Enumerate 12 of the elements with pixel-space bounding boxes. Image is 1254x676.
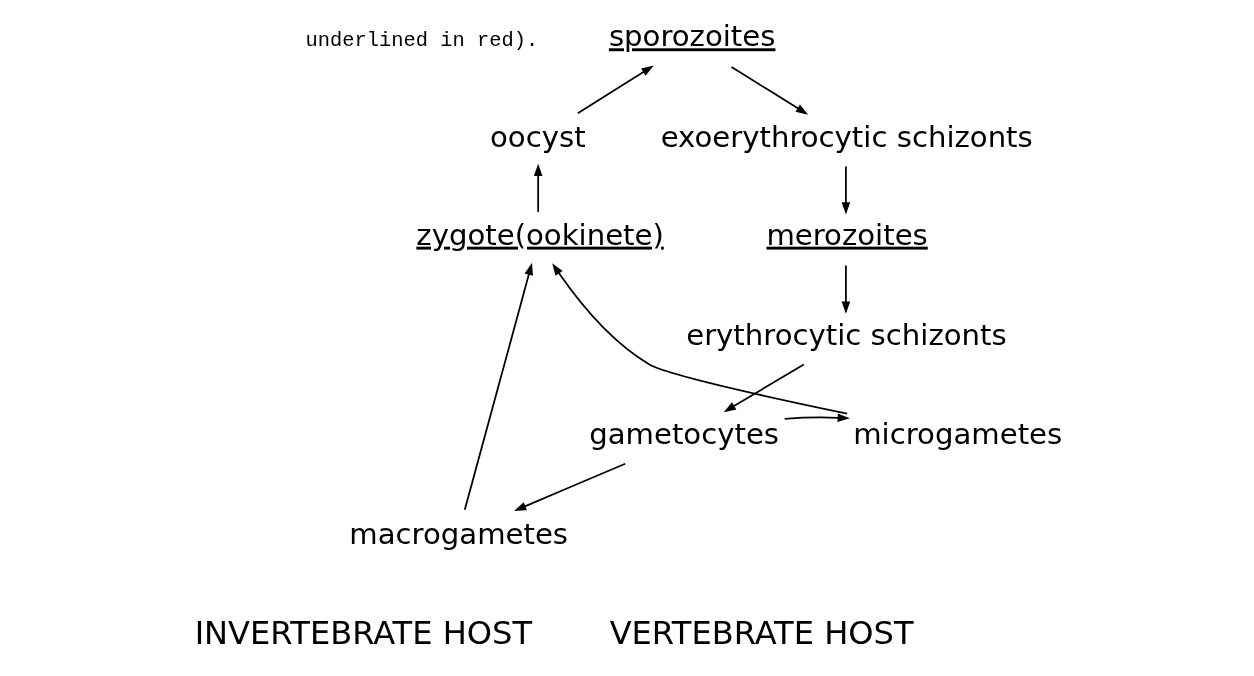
- node-text: exoerythrocytic schizonts: [660, 119, 1033, 154]
- label: INVERTEBRATE HOST: [194, 613, 532, 652]
- label: underlined in red).: [305, 28, 538, 52]
- node-text: macrogametes: [348, 516, 568, 551]
- label: VERTEBRATE HOST: [609, 613, 914, 652]
- node-text: zygote(ookinete): [415, 217, 664, 252]
- node-text: merozoites: [765, 217, 928, 252]
- node-text: microgametes: [852, 417, 1062, 452]
- node-text: erythrocytic schizonts: [685, 318, 1007, 353]
- node-text: oocyst: [489, 119, 586, 154]
- node-text: sporozoites: [608, 19, 775, 54]
- node-text: gametocytes: [588, 417, 779, 452]
